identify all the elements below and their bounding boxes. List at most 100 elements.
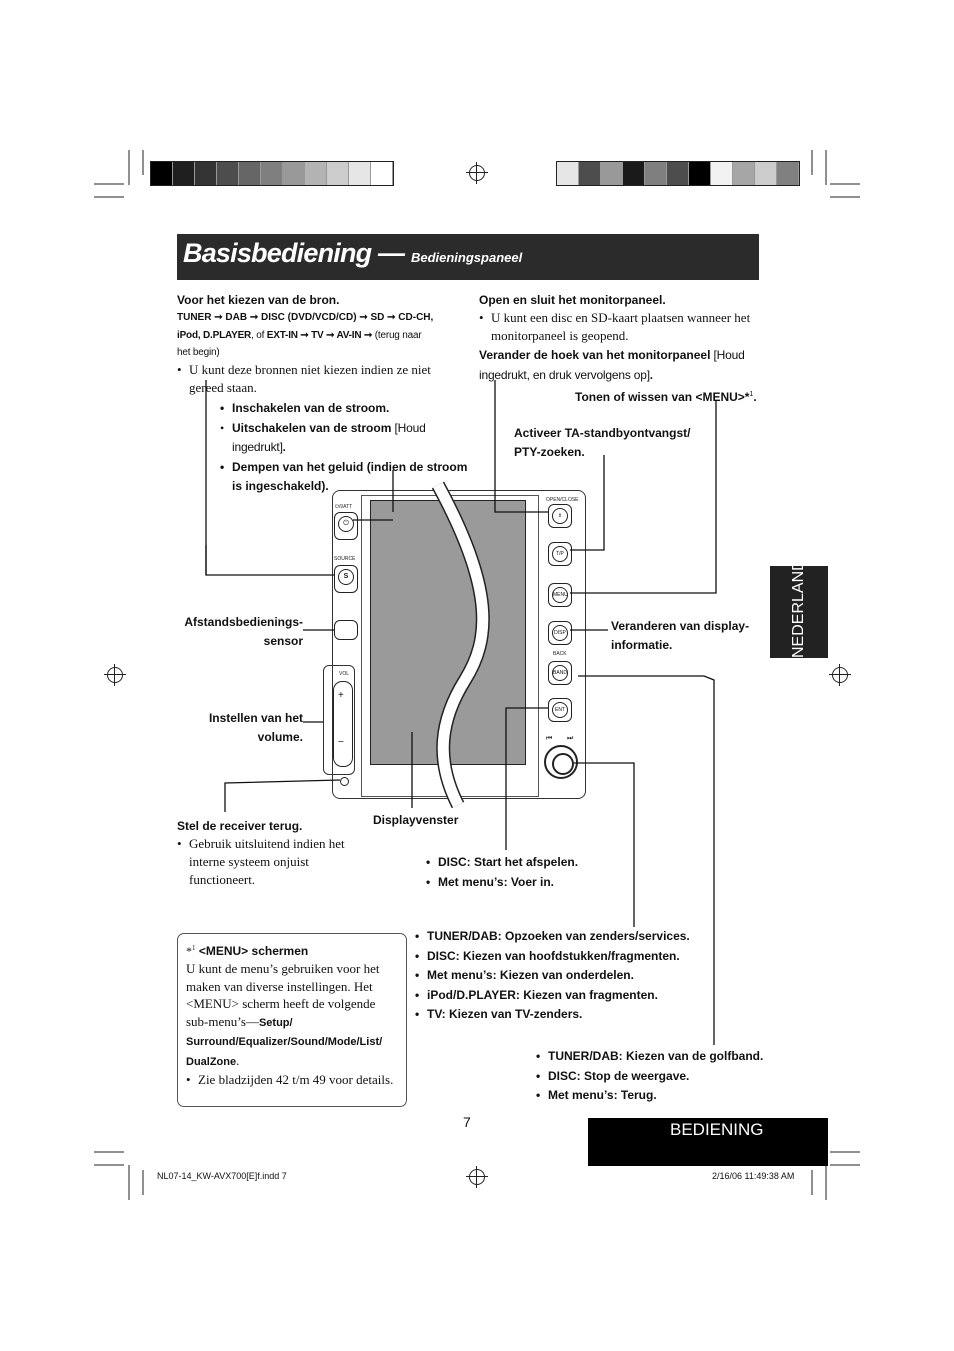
color-swatch: [305, 162, 327, 185]
monitor-heading: Open en sluit het monitorpaneel.: [479, 293, 666, 307]
volume-up-button[interactable]: [333, 681, 353, 767]
ent-block: DISC: Start het afspelen. Met menu’s: Vo…: [426, 853, 578, 892]
open-close-button[interactable]: ⇕: [548, 504, 572, 528]
dial-item-2: DISC: Kiezen van hoofdstukken/fragmenten…: [415, 947, 690, 967]
band-block: TUNER/DAB: Kiezen van de golfband. DISC:…: [536, 1047, 763, 1106]
power-button[interactable]: ⏻: [334, 512, 358, 540]
volume-plus: +: [338, 690, 344, 701]
color-swatch: [755, 162, 777, 185]
monitor-block: Open en sluit het monitorpaneel. U kunt …: [479, 292, 761, 385]
source-chain-1: TUNER ➞ DAB ➞ DISC (DVD/VCD/CD) ➞ SD ➞ C…: [177, 312, 434, 323]
color-swatch: [173, 162, 195, 185]
registration-mark-right: [829, 664, 851, 686]
band-item-2: DISC: Stop de weergave.: [536, 1067, 763, 1087]
page-subtitle: Bedieningspaneel: [410, 250, 523, 265]
monitor-angle: Verander de hoek van het monitorpaneel […: [479, 348, 745, 382]
source-button[interactable]: S: [334, 565, 358, 593]
registration-mark-left: [104, 664, 126, 686]
dial-item-4: iPod/D.PLAYER: Kiezen van fragmenten.: [415, 986, 690, 1006]
control-dial-center: [552, 753, 574, 775]
color-bar-left: [150, 161, 394, 186]
footnote-bullet: Zie bladzijden 42 t/m 49 voor details.: [186, 1071, 398, 1089]
dial-item-1: TUNER/DAB: Opzoeken van zenders/services…: [415, 927, 690, 947]
reset-block: Stel de receiver terug. Gebruik uitsluit…: [177, 817, 367, 889]
registration-mark-bottom: [466, 1166, 488, 1188]
color-swatch: [261, 162, 283, 185]
dial-item-3: Met menu’s: Kiezen van onderdelen.: [415, 966, 690, 986]
color-swatch: [777, 162, 799, 185]
section-tab-label: BEDIENING: [670, 1120, 764, 1139]
power-item-1: Inschakelen van de stroom.: [220, 399, 480, 419]
color-swatch: [711, 162, 733, 185]
band-button[interactable]: BAND: [548, 661, 572, 685]
color-swatch: [349, 162, 371, 185]
power-block: Inschakelen van de stroom. Uitschakelen …: [220, 399, 480, 497]
source-chain-2: iPod, D.PLAYER, of EXT-IN ➞ TV ➞ AV-IN ➞…: [177, 330, 422, 341]
dial-block: TUNER/DAB: Opzoeken van zenders/services…: [415, 927, 690, 1025]
remote-sensor: [334, 620, 358, 640]
band-item-1: TUNER/DAB: Kiezen van de golfband.: [536, 1047, 763, 1067]
page-number: 7: [463, 1114, 471, 1130]
power-item-3: Dempen van het geluid (indien de stroom …: [220, 458, 480, 497]
menu-label: Tonen of wissen van <MENU>*1.: [575, 390, 757, 404]
color-swatch: [623, 162, 645, 185]
source-chain-3: het begin): [177, 347, 220, 358]
source-button-label: SOURCE: [334, 556, 356, 562]
reset-note: Gebruik uitsluitend indien het interne s…: [177, 835, 367, 889]
control-dial[interactable]: [544, 745, 578, 779]
color-swatch: [151, 162, 173, 185]
section-header: Basisbediening — Bedieningspaneel: [177, 234, 759, 280]
reset-heading: Stel de receiver terug.: [177, 819, 303, 833]
color-swatch: [327, 162, 349, 185]
volume-label: Instellen van het volume.: [208, 711, 303, 744]
back-label: BACK: [553, 651, 567, 657]
power-item-2: Uitschakelen van de stroom [Houd ingedru…: [220, 419, 480, 458]
tp-button[interactable]: T/P: [548, 542, 572, 566]
language-tab: NEDERLANDS: [770, 549, 828, 658]
color-swatch: [217, 162, 239, 185]
disp-button[interactable]: DISP: [548, 621, 572, 645]
volume-label-device: VOL: [339, 671, 350, 677]
color-swatch: [283, 162, 305, 185]
power-button-label: ⏻/I/ATT: [335, 504, 353, 510]
color-swatch: [579, 162, 601, 185]
footer-file: NL07-14_KW-AVX700[E]f.indd 7: [157, 1171, 287, 1181]
dial-item-5: TV: Kiezen van TV-zenders.: [415, 1005, 690, 1025]
reset-button[interactable]: [340, 777, 349, 786]
registration-mark-top: [466, 162, 488, 184]
band-item-3: Met menu’s: Terug.: [536, 1086, 763, 1106]
color-swatch: [645, 162, 667, 185]
color-swatch: [371, 162, 393, 185]
ta-label: Activeer TA-standbyontvangst/ PTY-zoeken…: [514, 426, 691, 459]
volume-frame: [323, 665, 355, 775]
page-title: Basisbediening — Bedieningspaneel: [183, 238, 523, 268]
menu-button[interactable]: MENU: [548, 583, 572, 607]
footnote-heading: *1 <MENU> schermen: [186, 944, 309, 958]
next-icon: ⏭: [567, 735, 574, 742]
footnote-box: *1 <MENU> schermen U kunt de menu’s gebr…: [177, 933, 407, 1107]
prev-icon: ⏮: [546, 735, 553, 742]
color-swatch: [733, 162, 755, 185]
footnote-text: U kunt de menu’s gebruiken voor het make…: [186, 961, 383, 1068]
ent-item-1: DISC: Start het afspelen.: [426, 853, 578, 873]
volume-minus: −: [338, 737, 344, 748]
remote-sensor-label: Afstandsbedienings-sensor: [184, 615, 303, 648]
device-open-panel-curve: [431, 481, 490, 809]
displayvenster-label: Displayvenster: [373, 813, 459, 827]
source-heading: Voor het kiezen van de bron.: [177, 293, 340, 307]
ent-button[interactable]: ENT: [548, 698, 572, 722]
footer-date: 2/16/06 11:49:38 AM: [712, 1171, 795, 1181]
color-swatch: [557, 162, 579, 185]
display-info-label: Veranderen van display-informatie.: [611, 619, 750, 652]
color-bar-right: [556, 161, 800, 186]
color-swatch: [195, 162, 217, 185]
section-tab: BEDIENING: [588, 1118, 828, 1166]
color-swatch: [689, 162, 711, 185]
monitor-note: U kunt een disc en SD-kaart plaatsen wan…: [479, 309, 761, 345]
color-swatch: [667, 162, 689, 185]
color-swatch: [239, 162, 261, 185]
open-close-label: OPEN/CLOSE: [546, 497, 579, 503]
color-swatch: [601, 162, 623, 185]
